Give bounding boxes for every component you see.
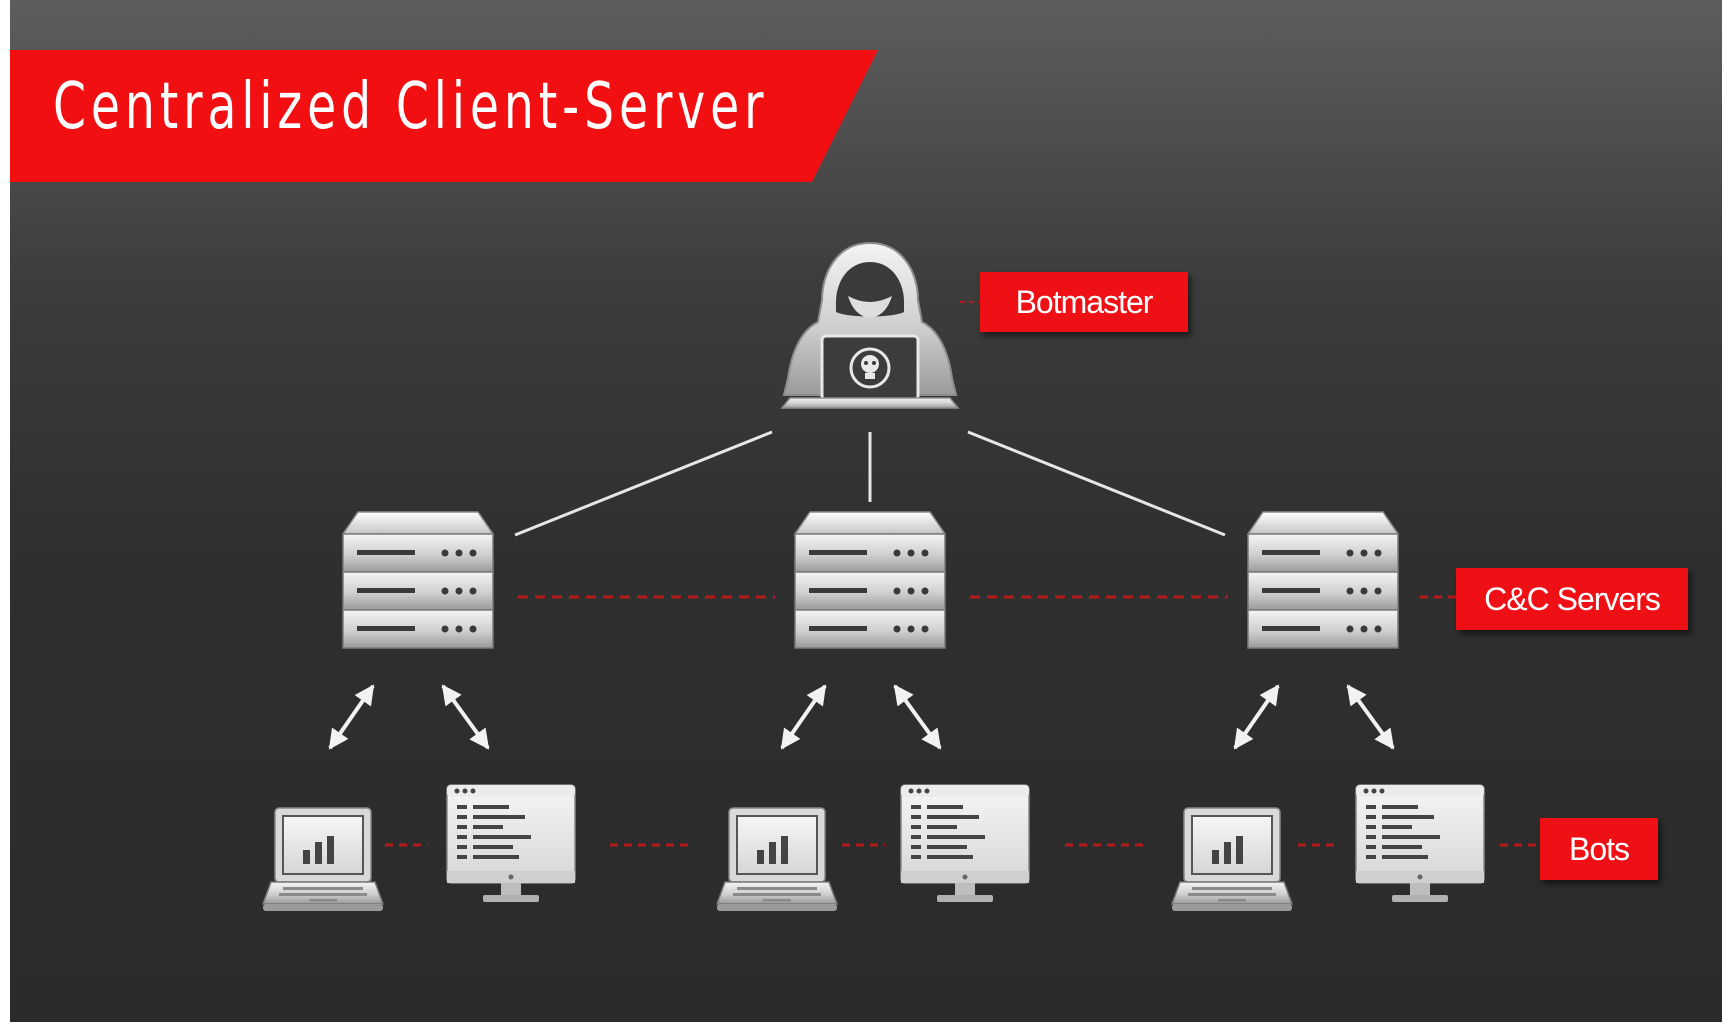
server-icon-2 xyxy=(793,511,947,649)
server-icon-3 xyxy=(1246,511,1400,649)
link-botmaster-server-3 xyxy=(967,430,1226,537)
monitor-icon-1 xyxy=(446,784,576,902)
monitor-icon-2 xyxy=(900,784,1030,902)
cc-servers-label: C&C Servers xyxy=(1456,568,1688,630)
arrow-server-1-laptop xyxy=(328,684,375,750)
botmaster-label: Botmaster xyxy=(980,272,1188,332)
arrow-server-2-laptop xyxy=(780,684,827,750)
arrow-server-2-monitor xyxy=(893,684,942,750)
botmaster-hacker-icon xyxy=(780,241,960,409)
arrow-server-1-monitor xyxy=(441,684,490,750)
network-diagram xyxy=(261,241,1540,911)
server-icon-1 xyxy=(341,511,495,649)
monitor-icon-3 xyxy=(1355,784,1485,902)
arrow-server-3-monitor xyxy=(1346,684,1395,750)
bots-label: Bots xyxy=(1540,818,1658,880)
arrow-server-3-laptop xyxy=(1233,684,1280,750)
laptop-icon-1 xyxy=(261,807,385,911)
laptop-icon-3 xyxy=(1170,807,1294,911)
link-botmaster-server-1 xyxy=(514,430,773,537)
title-banner: Centralized Client-Server xyxy=(10,50,878,182)
diagram-title: Centralized Client-Server xyxy=(53,70,769,144)
diagram-panel: Centralized Client-Server xyxy=(10,0,1722,1022)
laptop-icon-2 xyxy=(715,807,839,911)
